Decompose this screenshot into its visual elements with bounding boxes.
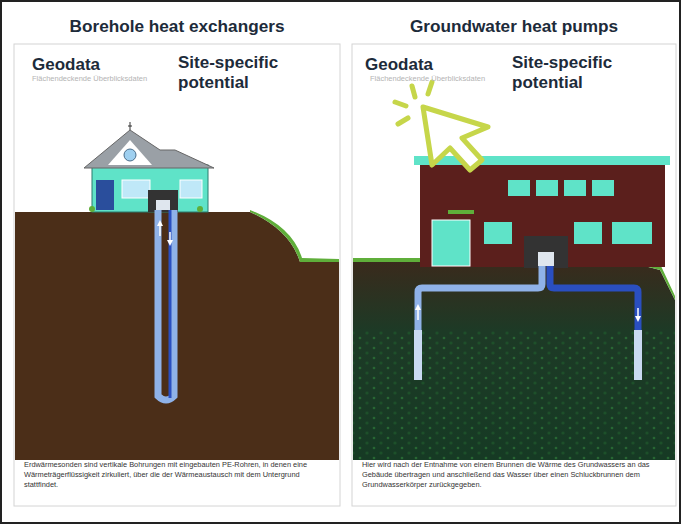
panel-card: Borehole heat exchangersErdwärmesonden s… bbox=[14, 16, 340, 506]
panel-caption: Erdwärmesonden sind vertikale Bohrungen … bbox=[24, 460, 330, 490]
tab-label: Site-specific potential bbox=[178, 53, 318, 93]
panel-heading: Groundwater heat pumps bbox=[352, 16, 676, 37]
tab-label: Geodata bbox=[32, 55, 172, 75]
tab-label: Site-specific potential bbox=[512, 53, 662, 93]
tab-label: Geodata bbox=[365, 55, 505, 75]
tab-subtitle: Flächendeckende Überblicksdaten bbox=[370, 74, 485, 83]
panel-caption: Hier wird nach der Entnahme von einem Br… bbox=[362, 460, 666, 490]
panel-heading: Borehole heat exchangers bbox=[14, 16, 340, 37]
tab-subtitle: Flächendeckende Überblicksdaten bbox=[32, 74, 147, 83]
